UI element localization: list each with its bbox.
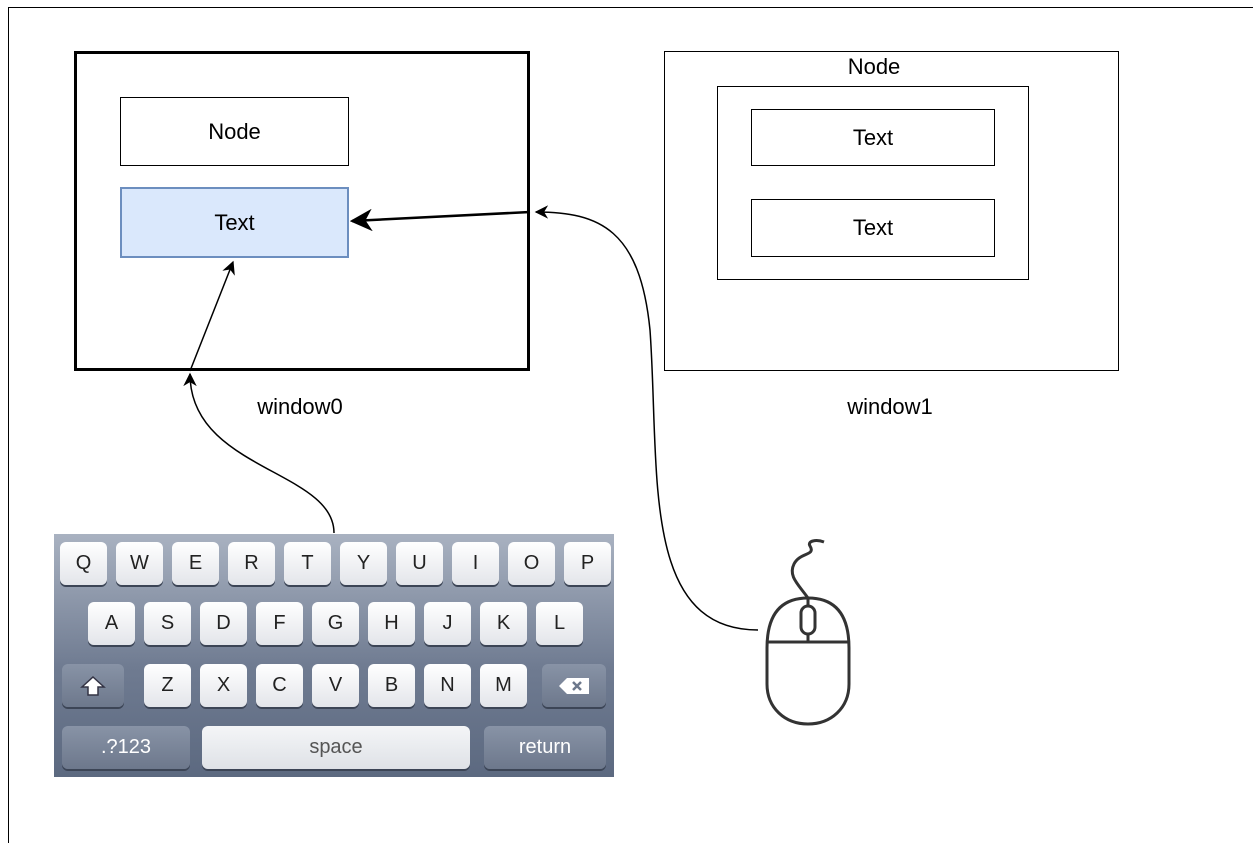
window1-box: [664, 51, 1119, 371]
pointer-to-text-arrow: [349, 208, 531, 232]
key-x: X: [200, 664, 247, 707]
key-a: A: [88, 602, 135, 645]
key-c: C: [256, 664, 303, 707]
key-u: U: [396, 542, 443, 585]
key-o: O: [508, 542, 555, 585]
key-space: space: [202, 726, 470, 769]
key-r: R: [228, 542, 275, 585]
window1-text-1-label: Text: [852, 124, 894, 150]
key-numbers: .?123: [62, 726, 190, 769]
key-b: B: [368, 664, 415, 707]
key-s: S: [144, 602, 191, 645]
key-k: K: [480, 602, 527, 645]
key-f: F: [256, 602, 303, 645]
key-p: P: [564, 542, 611, 585]
frame-border-top: [8, 7, 1253, 8]
key-shift: [62, 664, 124, 707]
shift-arrow-icon: [80, 675, 106, 696]
key-t: T: [284, 542, 331, 585]
keyboard-connector: [183, 372, 335, 534]
key-g: G: [312, 602, 359, 645]
window0-node: Node: [120, 97, 349, 166]
key-e: E: [172, 542, 219, 585]
window1-text-2: Text: [751, 199, 995, 257]
frame-border-left: [8, 7, 9, 843]
computer-mouse-icon: [765, 539, 851, 726]
window0-text-focused: Text: [120, 187, 349, 258]
key-m: M: [480, 664, 527, 707]
key-i: I: [452, 542, 499, 585]
keyboard-image: Q W E R T Y U I O P A S D F G H J K L Z …: [54, 534, 614, 777]
key-h: H: [368, 602, 415, 645]
key-n: N: [424, 664, 471, 707]
backspace-icon: [559, 677, 589, 694]
key-j: J: [424, 602, 471, 645]
key-q: Q: [60, 542, 107, 585]
window1-text-2-label: Text: [852, 215, 894, 240]
key-v: V: [312, 664, 359, 707]
key-return: return: [484, 726, 606, 769]
key-d: D: [200, 602, 247, 645]
key-w: W: [116, 542, 163, 585]
key-l: L: [536, 602, 583, 645]
window1-caption: window1: [847, 394, 933, 419]
mouse-connector: [534, 205, 759, 631]
window0-text-label: Text: [214, 209, 255, 235]
window1-text-1: Text: [751, 109, 995, 166]
key-backspace: [542, 664, 606, 707]
window1-node-label: Node: [847, 54, 901, 79]
key-y: Y: [340, 542, 387, 585]
window1-node: [717, 86, 1029, 280]
key-z: Z: [144, 664, 191, 707]
input-to-text-arrow: [189, 260, 235, 372]
window0-caption: window0: [257, 394, 343, 419]
window0-node-label: Node: [208, 118, 261, 144]
